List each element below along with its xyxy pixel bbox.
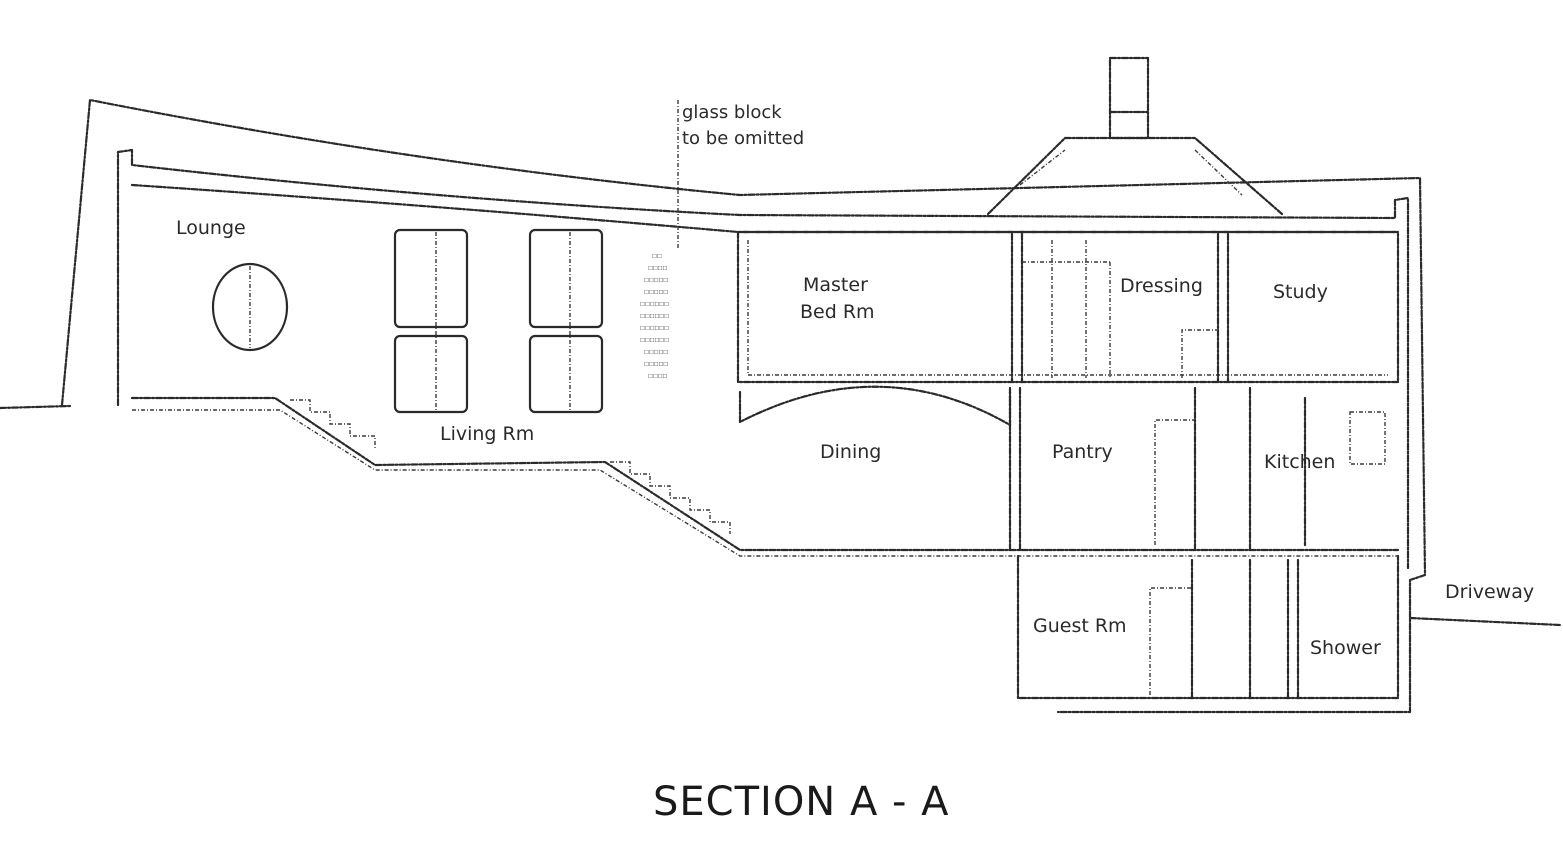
svg-text:☐☐☐☐☐☐: ☐☐☐☐☐☐ xyxy=(640,335,669,344)
label-master-2: Bed Rm xyxy=(800,301,875,323)
label-lounge: Lounge xyxy=(176,217,246,239)
wall-master-dressing xyxy=(1010,232,1024,384)
label-driveway: Driveway xyxy=(1445,581,1534,603)
lower-floor xyxy=(1016,554,1400,700)
label-study: Study xyxy=(1273,281,1328,303)
upper-floor-inner xyxy=(747,240,1388,376)
drawing-title: SECTION A - A xyxy=(653,779,950,825)
wall-dining-pantry xyxy=(1008,386,1022,552)
note-line-1: glass block xyxy=(682,102,782,123)
glass-block: ☐☐ ☐☐☐☐ ☐☐☐☐☐ ☐☐☐☐☐ ☐☐☐☐☐☐ ☐☐☐☐☐☐ ☐☐☐☐☐☐… xyxy=(640,251,669,380)
ground-line-left xyxy=(0,404,72,410)
roof-inner xyxy=(116,148,1410,570)
label-living: Living Rm xyxy=(440,423,534,445)
living-floor xyxy=(130,396,1400,552)
window-1-top xyxy=(393,228,469,329)
ceiling-line xyxy=(130,183,1397,234)
guest-door xyxy=(1149,587,1193,695)
label-guest: Guest Rm xyxy=(1033,615,1127,637)
svg-text:☐☐☐☐☐: ☐☐☐☐☐ xyxy=(644,359,668,368)
stairs-left xyxy=(290,399,376,450)
upper-floor xyxy=(736,230,1400,384)
svg-text:☐☐☐☐: ☐☐☐☐ xyxy=(648,263,667,272)
wall-dressing-study xyxy=(1216,232,1230,384)
stairs-right xyxy=(610,461,731,534)
svg-text:☐☐☐☐☐☐: ☐☐☐☐☐☐ xyxy=(640,299,669,308)
dining-arch xyxy=(738,385,1012,427)
svg-text:☐☐☐☐☐: ☐☐☐☐☐ xyxy=(644,275,668,284)
window-2-top xyxy=(528,228,604,329)
roof-outer xyxy=(60,98,1427,714)
kitchen-cabinet xyxy=(1349,411,1386,465)
living-floor-under xyxy=(132,409,1398,557)
note-line-2: to be omitted xyxy=(682,128,804,149)
wall-pantry-kitchen xyxy=(1193,386,1252,552)
svg-text:☐☐☐☐☐: ☐☐☐☐☐ xyxy=(644,347,668,356)
stair-upper xyxy=(1022,240,1111,378)
chimney xyxy=(1108,56,1150,140)
label-shower: Shower xyxy=(1310,637,1381,659)
ground-line-right xyxy=(1408,616,1562,627)
label-pantry: Pantry xyxy=(1052,441,1113,463)
svg-text:☐☐☐☐☐☐: ☐☐☐☐☐☐ xyxy=(640,311,669,320)
label-kitchen: Kitchen xyxy=(1264,451,1335,473)
round-window xyxy=(211,262,289,352)
svg-text:☐☐☐☐: ☐☐☐☐ xyxy=(648,371,667,380)
label-dressing: Dressing xyxy=(1120,275,1203,297)
label-master-1: Master xyxy=(803,274,868,296)
pitched-roof-inner xyxy=(1019,149,1243,196)
cupboard xyxy=(1181,329,1218,378)
svg-text:☐☐☐☐☐☐: ☐☐☐☐☐☐ xyxy=(640,323,669,332)
window-2-bottom xyxy=(528,334,604,414)
pitched-roof xyxy=(986,136,1284,216)
label-dining: Dining xyxy=(820,441,881,463)
svg-text:☐☐☐☐☐: ☐☐☐☐☐ xyxy=(644,287,668,296)
pantry-door xyxy=(1154,419,1196,545)
window-1-bottom xyxy=(393,334,469,414)
wall-guest-shower xyxy=(1190,558,1300,700)
svg-text:☐☐: ☐☐ xyxy=(652,251,662,260)
